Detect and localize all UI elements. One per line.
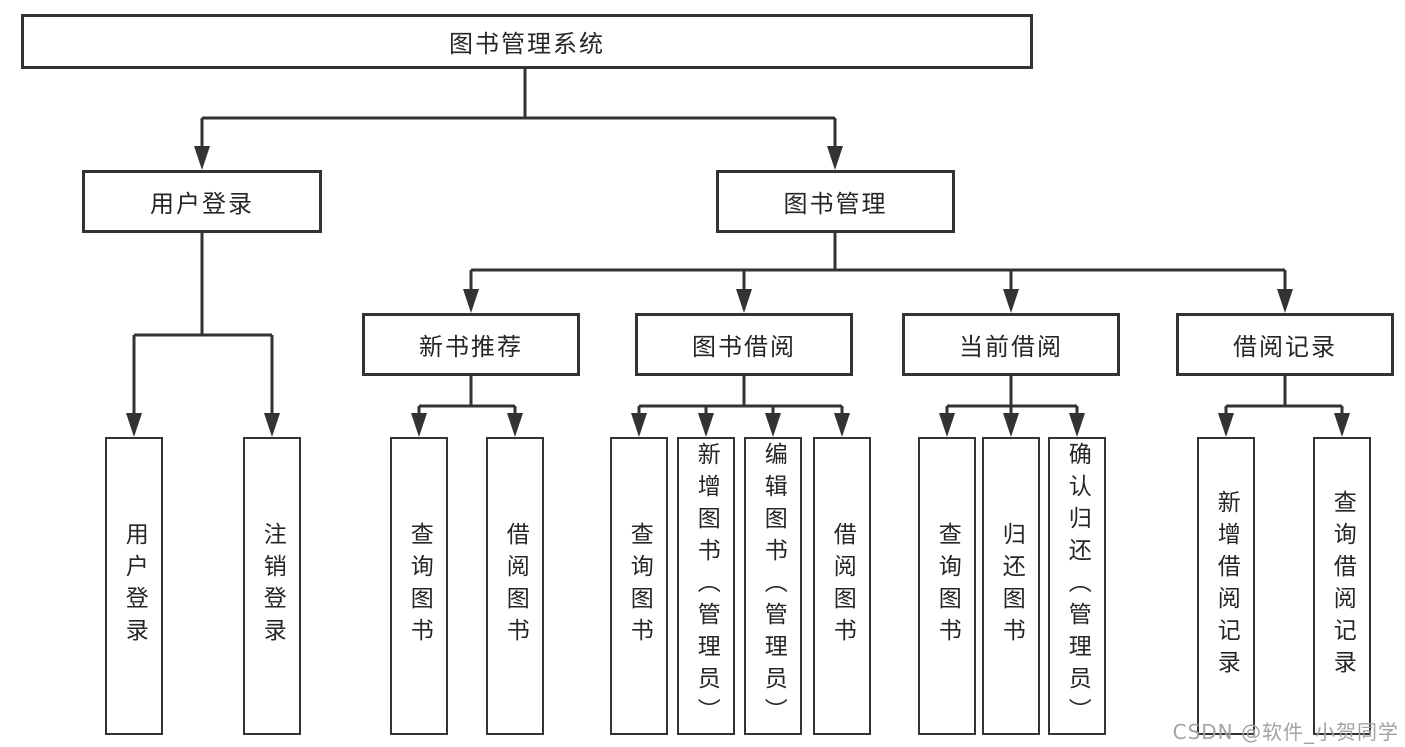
leaf-label: 新增借阅记录 — [1213, 490, 1240, 682]
connector-user-login-to-leaves — [126, 233, 280, 437]
arrowhead — [1277, 289, 1293, 313]
arrowhead — [939, 413, 955, 437]
node-borrow-records: 借阅记录 — [1176, 313, 1394, 376]
leaf-query-book-borrow: 查询图书 — [610, 437, 668, 735]
leaf-label: 确认归还（管理员） — [1064, 442, 1091, 730]
arrowhead — [1003, 413, 1019, 437]
arrowhead — [834, 413, 850, 437]
arrowhead — [736, 289, 752, 313]
node-root: 图书管理系统 — [21, 14, 1033, 69]
arrowhead — [631, 413, 647, 437]
leaf-logout: 注销登录 — [243, 437, 301, 735]
leaf-label: 归还图书 — [998, 522, 1025, 650]
arrowhead — [411, 413, 427, 437]
arrowhead — [827, 146, 843, 170]
arrowhead — [264, 413, 280, 437]
connector-book-management-to-level3 — [463, 233, 1293, 313]
arrowhead — [1003, 289, 1019, 313]
arrowhead — [1218, 413, 1234, 437]
leaf-label: 查询图书 — [934, 522, 961, 650]
connector-root-to-level2 — [194, 69, 843, 170]
connector-current-borrow-to-leaves — [939, 376, 1085, 437]
leaf-label: 用户登录 — [121, 522, 148, 650]
arrowhead — [507, 413, 523, 437]
arrowhead — [1334, 413, 1350, 437]
connector-book-borrow-to-leaves — [631, 376, 850, 437]
leaf-label: 注销登录 — [259, 522, 286, 650]
node-user-login: 用户登录 — [82, 170, 322, 233]
leaf-borrow-book-recommend: 借阅图书 — [486, 437, 544, 735]
leaf-edit-book-admin: 编辑图书（管理员） — [744, 437, 802, 735]
node-book-management: 图书管理 — [716, 170, 955, 233]
leaf-confirm-return-admin: 确认归还（管理员） — [1048, 437, 1106, 735]
arrowhead — [463, 289, 479, 313]
node-new-book-recommend: 新书推荐 — [362, 313, 580, 376]
arrowhead — [765, 413, 781, 437]
leaf-user-login: 用户登录 — [105, 437, 163, 735]
connector-new-book-recommend-to-leaves — [411, 376, 523, 437]
leaf-query-book-current: 查询图书 — [918, 437, 976, 735]
leaf-label: 查询图书 — [406, 522, 433, 650]
arrowhead — [698, 413, 714, 437]
watermark: CSDN @软件_小贺同学 — [1172, 720, 1399, 744]
leaf-add-borrow-record: 新增借阅记录 — [1197, 437, 1255, 735]
connector-borrow-records-to-leaves — [1218, 376, 1350, 437]
leaf-label: 新增图书（管理员） — [693, 442, 720, 730]
leaf-label: 查询图书 — [626, 522, 653, 650]
leaf-query-book-recommend: 查询图书 — [390, 437, 448, 735]
node-current-borrow: 当前借阅 — [902, 313, 1120, 376]
leaf-label: 编辑图书（管理员） — [760, 442, 787, 730]
node-book-borrow: 图书借阅 — [635, 313, 853, 376]
leaf-query-borrow-record: 查询借阅记录 — [1313, 437, 1371, 735]
arrowhead — [194, 146, 210, 170]
leaf-label: 借阅图书 — [829, 522, 856, 650]
leaf-label: 查询借阅记录 — [1329, 490, 1356, 682]
arrowhead — [1069, 413, 1085, 437]
leaf-return-book: 归还图书 — [982, 437, 1040, 735]
leaf-add-book-admin: 新增图书（管理员） — [677, 437, 735, 735]
arrowhead — [126, 413, 142, 437]
leaf-borrow-book: 借阅图书 — [813, 437, 871, 735]
leaf-label: 借阅图书 — [502, 522, 529, 650]
